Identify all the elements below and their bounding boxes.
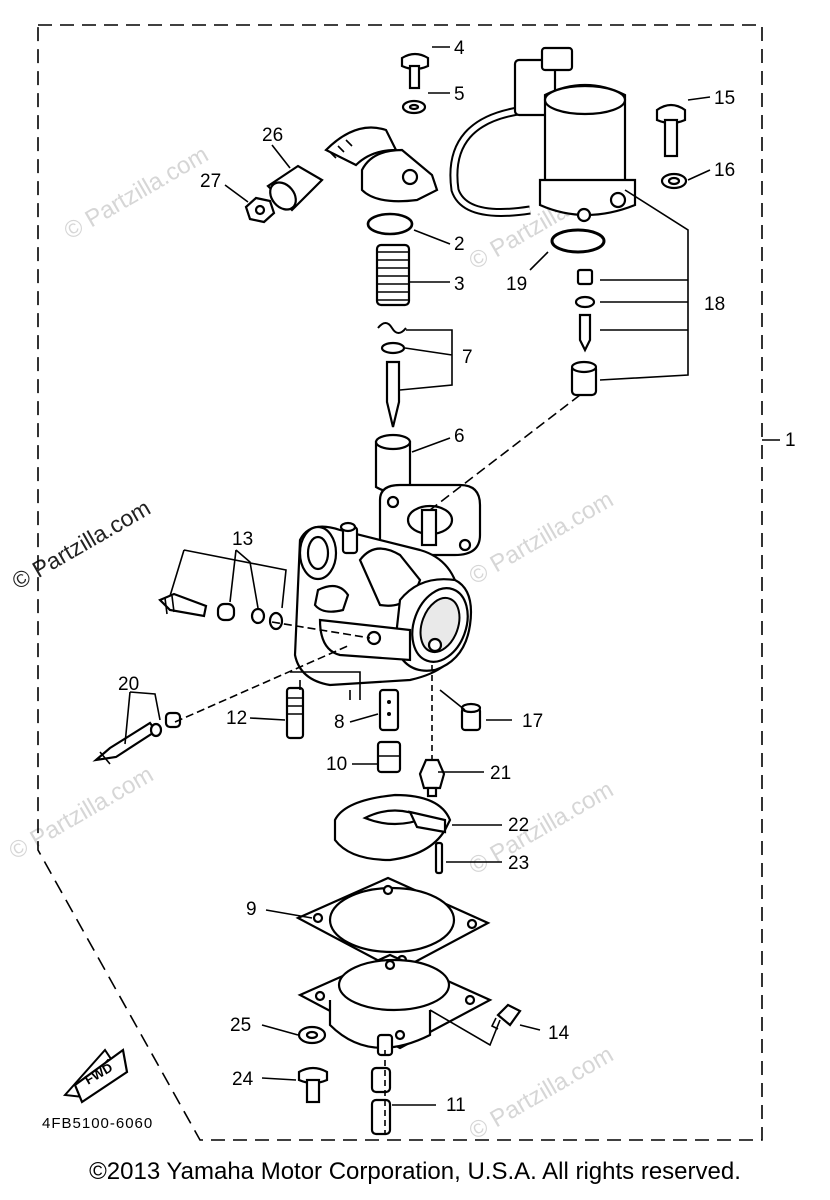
- callout-7: 7: [462, 347, 473, 368]
- part-7-needle-set: [377, 322, 407, 428]
- carburetor-body: [293, 483, 482, 687]
- fwd-arrow-icon: FWD: [62, 1048, 129, 1104]
- part-17-plug: [460, 702, 482, 732]
- part-19-oring: [550, 228, 606, 254]
- part-starter-solenoid: [449, 46, 637, 223]
- callout-14: 14: [548, 1023, 570, 1044]
- callout-15: 15: [714, 88, 735, 109]
- callout-10: 10: [326, 754, 347, 775]
- callout-25: 25: [230, 1015, 251, 1036]
- carburetor-exploded-diagram: © Partzilla.com © Partzilla.com © Partzi…: [5, 24, 796, 1145]
- part-4-screw: [400, 52, 430, 90]
- callout-19: 19: [506, 274, 527, 295]
- part-2-oring: [366, 212, 414, 236]
- callout-4: 4: [454, 38, 465, 59]
- part-3-spring: [375, 243, 411, 307]
- callout-17: 17: [522, 711, 543, 732]
- part-20-screw-set: [92, 711, 182, 765]
- callout-5: 5: [454, 84, 465, 105]
- float-bowl: [297, 953, 493, 1057]
- part-22-float: [333, 793, 452, 862]
- callout-6: 6: [454, 426, 465, 447]
- callout-26: 26: [262, 125, 283, 146]
- callout-13: 13: [232, 529, 253, 550]
- part-10-main-jet: [376, 740, 402, 774]
- part-cap: [324, 126, 439, 203]
- part-18-plunger-set: [570, 268, 598, 397]
- callout-2: 2: [454, 234, 465, 255]
- callout-23: 23: [508, 853, 529, 874]
- assembly-boundary: [37, 24, 763, 1141]
- watermark: © Partzilla.com: [8, 494, 155, 594]
- callout-27: 27: [200, 171, 221, 192]
- callout-8: 8: [334, 712, 345, 733]
- callout-24: 24: [232, 1069, 254, 1090]
- watermark: © Partzilla.com: [465, 776, 619, 880]
- callout-3: 3: [454, 274, 465, 295]
- part-8-needle-jet: [378, 688, 400, 732]
- part-5-washer: [401, 99, 427, 115]
- watermark: © Partzilla.com: [60, 141, 214, 245]
- part-11-drain-tube: [370, 1066, 392, 1136]
- part-13-pilot-screw-set: [158, 592, 284, 631]
- part-25-washer: [297, 1025, 327, 1045]
- callout-16: 16: [714, 160, 735, 181]
- part-24-screw: [297, 1066, 329, 1104]
- callout-20: 20: [118, 674, 139, 695]
- copyright-notice: ©2013 Yamaha Motor Corporation, U.S.A. A…: [89, 1158, 741, 1185]
- part-26-hose: [266, 164, 324, 212]
- part-14-drain: [490, 1003, 522, 1030]
- callout-1: 1: [785, 430, 796, 451]
- callout-22: 22: [508, 815, 529, 836]
- callout-21: 21: [490, 763, 511, 784]
- leader-lines: [124, 46, 780, 1135]
- callout-18: 18: [704, 294, 725, 315]
- part-21-needle-valve: [418, 758, 446, 798]
- callout-11: 11: [446, 1095, 466, 1116]
- callout-labels: 1 2 3 4 5 6 7 8 9 10 11 12 13 14 15 16 1…: [118, 38, 796, 1116]
- part-15-screw: [655, 103, 687, 158]
- part-12-jet: [285, 686, 305, 740]
- callout-12: 12: [226, 708, 247, 729]
- part-23-pin: [434, 841, 444, 875]
- watermark: © Partzilla.com: [5, 761, 159, 865]
- part-9-gasket: [295, 876, 491, 973]
- part-16-clip: [660, 172, 688, 190]
- part-code: 4FB5100-6060: [42, 1115, 153, 1132]
- part-27-nut: [244, 196, 276, 224]
- callout-9: 9: [246, 899, 257, 920]
- watermark: © Partzilla.com: [465, 486, 619, 590]
- part-6-piston: [374, 433, 412, 494]
- watermark: © Partzilla.com: [465, 1041, 619, 1145]
